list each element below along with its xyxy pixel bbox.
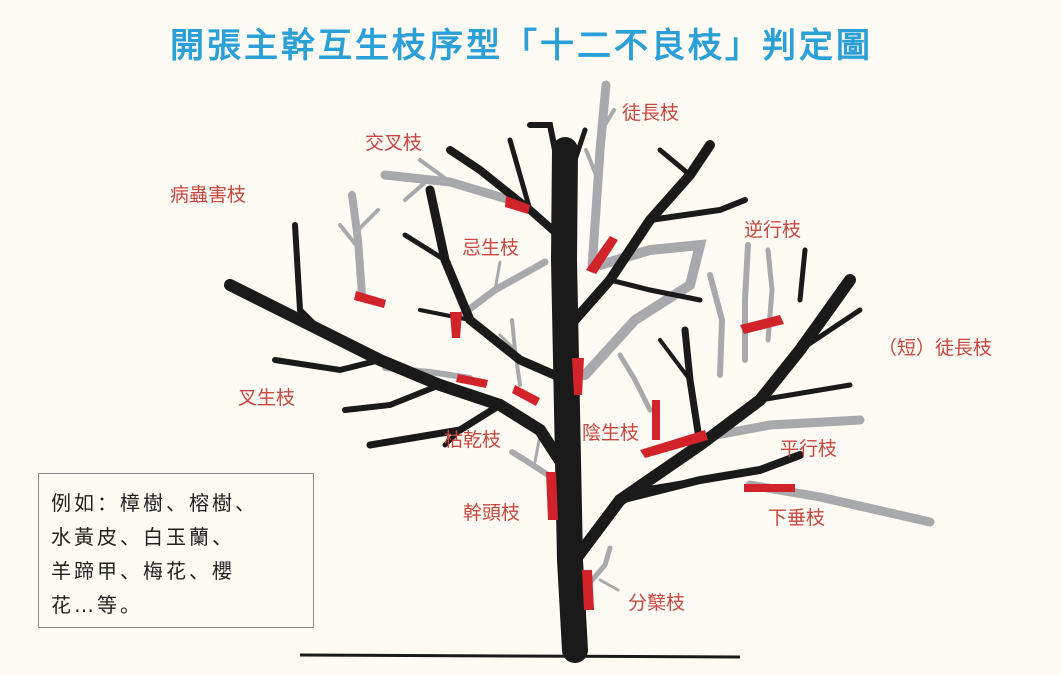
main-tree: [224, 122, 863, 663]
label-xiachui: 下垂枝: [768, 507, 826, 529]
cut-mark: [640, 430, 708, 458]
example-box: 例如：樟樹、榕樹、 水黃皮、白玉蘭、 羊蹄甲、梅花、櫻 花…等。: [38, 473, 314, 628]
cut-mark: [740, 315, 784, 334]
ground-line: [299, 653, 741, 659]
cut-mark: [582, 570, 594, 610]
label-gantou: 幹頭枝: [463, 502, 521, 524]
label-tuzhang: 徒長枝: [622, 102, 680, 124]
cut-mark: [744, 484, 795, 492]
example-text: 例如：樟樹、榕樹、 水黃皮、白玉蘭、 羊蹄甲、梅花、櫻 花…等。: [51, 491, 258, 617]
cut-mark: [354, 291, 386, 308]
unwanted-branches: [338, 80, 935, 592]
cut-mark: [512, 385, 540, 406]
label-nixing: 逆行枝: [744, 219, 802, 241]
label-fennie: 分櫱枝: [628, 592, 686, 614]
diagram-title: 開張主幹互生枝序型「十二不良枝」判定圖: [170, 26, 873, 66]
cut-mark: [546, 472, 558, 520]
cut-mark: [586, 236, 618, 274]
cut-marks: [354, 196, 795, 610]
label-kugan: 枯乾枝: [444, 429, 502, 451]
cut-mark: [652, 400, 660, 440]
cut-mark: [572, 358, 584, 395]
label-bingchonghai: 病蟲害枝: [170, 184, 247, 206]
label-jisheng: 忌生枝: [462, 237, 520, 259]
cut-mark: [450, 312, 462, 338]
label-pingxing: 平行枝: [780, 438, 838, 460]
label-chasheng: 叉生枝: [238, 387, 296, 409]
label-yinsheng: 陰生枝: [582, 422, 640, 444]
label-duan-tuzhang: （短）徒長枝: [878, 337, 993, 359]
cut-mark: [505, 196, 530, 214]
label-jiaocha: 交叉枝: [365, 132, 423, 154]
cut-mark: [456, 374, 488, 388]
